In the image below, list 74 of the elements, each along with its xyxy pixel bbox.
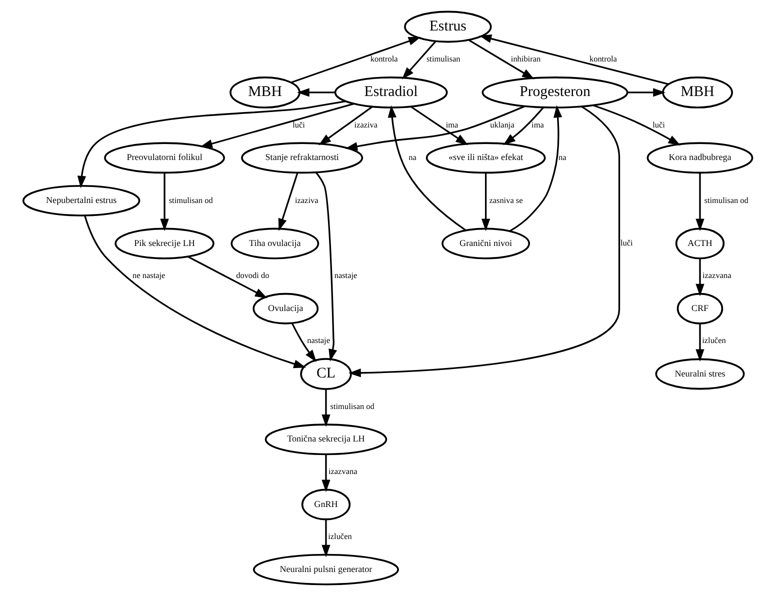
node-ellipse: Tiha ovulacija xyxy=(230,228,319,260)
arrow xyxy=(592,104,680,146)
edge-label: na xyxy=(408,152,416,162)
arrow xyxy=(344,106,524,151)
arrow xyxy=(508,105,562,232)
arrow xyxy=(321,389,330,427)
edge-label: izlučen xyxy=(702,336,726,346)
arrow xyxy=(401,40,436,80)
edge-label: kontrola xyxy=(370,54,398,64)
arrow xyxy=(290,322,316,362)
arrow xyxy=(348,106,620,378)
arrow xyxy=(321,454,330,492)
edge-label: uklanja xyxy=(490,120,514,130)
edge-label: stimulisan od xyxy=(168,196,212,205)
arrow xyxy=(199,103,354,148)
arrow xyxy=(84,215,306,368)
edge-label: izlučen xyxy=(328,532,352,542)
edge-label: izazvana xyxy=(328,467,357,476)
arrow xyxy=(626,88,665,97)
node-ellipse: ACTH xyxy=(674,228,724,260)
edge-label: nastaje xyxy=(334,271,357,280)
edge-label: zasniva se xyxy=(488,196,522,205)
edge-label: stimulisan od xyxy=(330,402,374,411)
edge-label: stimulisan od xyxy=(704,196,748,205)
arrow xyxy=(478,34,668,86)
node-ellipse: CL xyxy=(300,358,352,390)
arrow xyxy=(278,172,298,232)
node-ellipse: Preovulatorni folikul xyxy=(104,142,225,174)
node-ellipse: Progesteron xyxy=(481,76,628,108)
edge-label: ima xyxy=(445,120,458,130)
edge-label: izaziva xyxy=(294,196,318,205)
arrow xyxy=(410,106,468,146)
node-ellipse: «sve ili ništa» efekat xyxy=(425,142,546,174)
arrow xyxy=(468,39,534,80)
edge-label: ima xyxy=(531,120,544,130)
edge-label: stimulisan xyxy=(426,54,460,64)
node-ellipse: Estradiol xyxy=(334,76,448,108)
arrow xyxy=(315,172,337,362)
edge-label: ne nastaje xyxy=(132,271,165,280)
edge-label: luči xyxy=(620,238,632,248)
node-ellipse: Granični nivoi xyxy=(441,228,530,260)
edge-label: kontrola xyxy=(588,54,616,64)
node-ellipse: Neuralni pulsni generator xyxy=(252,554,398,586)
node-ellipse: Tonična sekrecija LH xyxy=(264,424,387,456)
arrow xyxy=(296,88,334,97)
arrow xyxy=(695,258,704,296)
node-ellipse: GnRH xyxy=(300,488,350,520)
arrow xyxy=(695,324,704,362)
node-ellipse: Kora nadbubrega xyxy=(646,142,753,174)
arrow xyxy=(502,106,544,146)
node-ellipse: MBH xyxy=(662,76,732,108)
node-ellipse: Ovulacija xyxy=(252,292,318,324)
arrow xyxy=(76,100,346,188)
arrow xyxy=(318,106,372,146)
edge-label: dovodi do xyxy=(236,271,269,280)
arrow xyxy=(480,172,490,232)
edge-label: inhibiran xyxy=(510,54,540,64)
node-ellipse: Neuralni stres xyxy=(654,358,744,390)
arrow xyxy=(186,256,267,298)
edge-label: na xyxy=(558,152,566,162)
edge-label: nastaje xyxy=(306,336,330,346)
edge-label: luči xyxy=(652,120,664,130)
edge-label: luči xyxy=(292,120,304,130)
edge-label: izaziva xyxy=(354,120,378,130)
arrow xyxy=(387,105,466,231)
arrow xyxy=(321,519,330,558)
arrow xyxy=(160,172,168,232)
node-ellipse: MBH xyxy=(229,76,300,108)
arrow xyxy=(290,37,420,84)
node-ellipse: Pik sekrecije LH xyxy=(114,228,214,260)
arrow xyxy=(695,172,704,232)
node-ellipse: CRF xyxy=(676,292,723,324)
edge-label: izazvana xyxy=(702,271,731,280)
node-ellipse: Nepubertalni estrus xyxy=(22,184,140,216)
